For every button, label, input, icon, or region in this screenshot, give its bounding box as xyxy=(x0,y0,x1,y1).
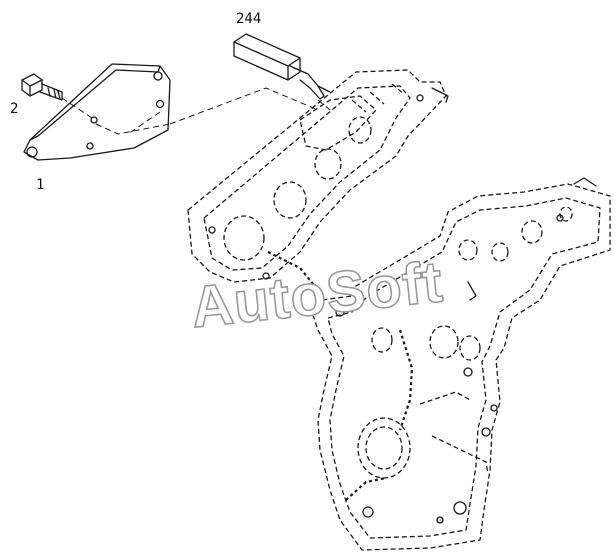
sensor-part-244 xyxy=(233,33,331,100)
callout-label-1: 1 xyxy=(36,177,44,193)
lower-gasket xyxy=(311,177,611,551)
callout-label-2: 2 xyxy=(10,101,18,117)
bracket-part-1 xyxy=(23,63,171,161)
bolt-part-2 xyxy=(21,73,63,101)
upper-gasket xyxy=(187,69,449,291)
watermark-text: AutoSoft xyxy=(188,249,446,340)
callout-label-244: 244 xyxy=(236,11,261,27)
